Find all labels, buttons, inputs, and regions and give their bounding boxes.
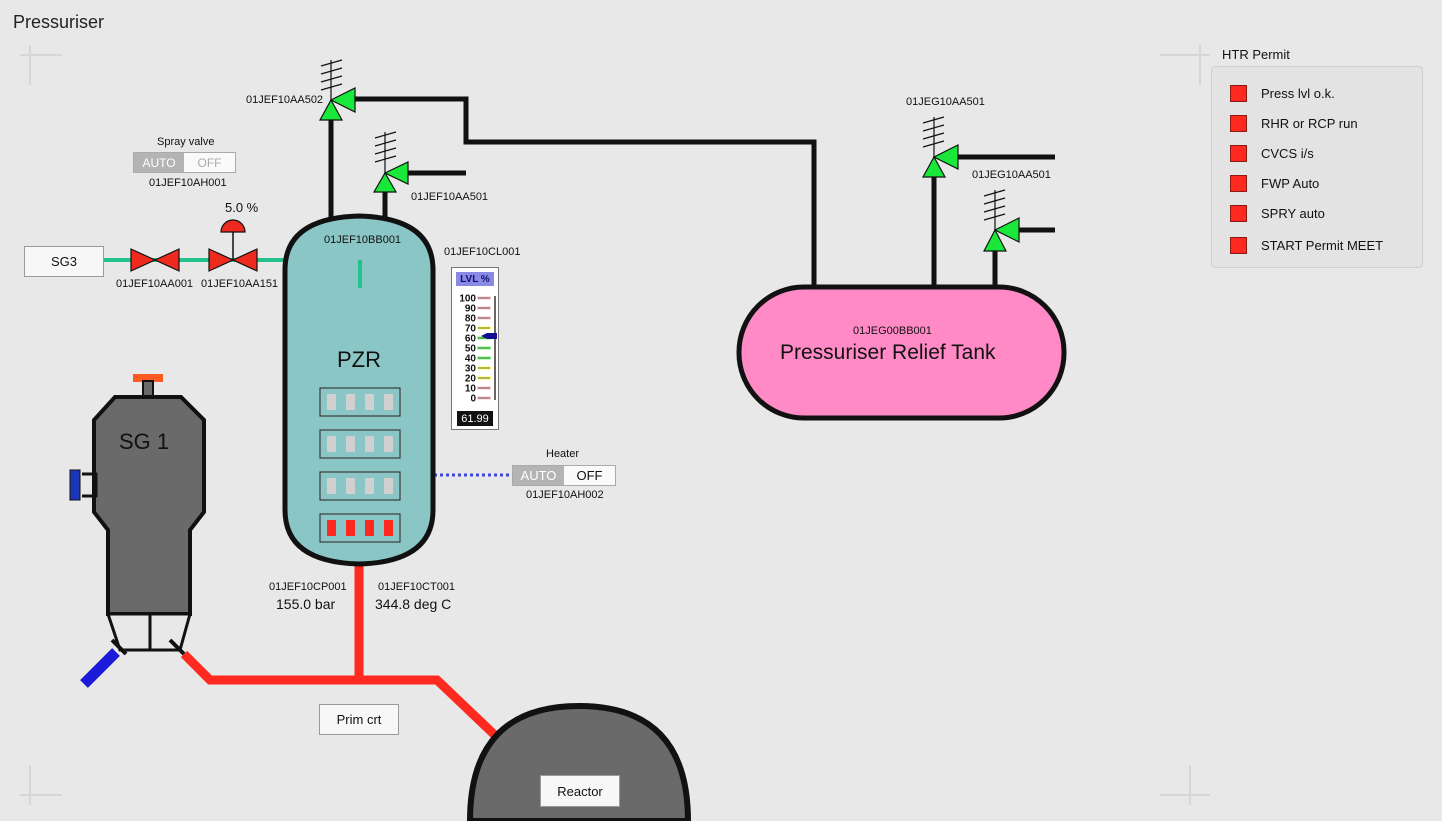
htr-permit-panel: Press lvl o.k. RHR or RCP run CVCS i/s F… bbox=[1211, 66, 1423, 268]
spray-valve-title: Spray valve bbox=[157, 136, 215, 148]
safety-valve-502[interactable] bbox=[318, 59, 356, 121]
status-lamp bbox=[1230, 114, 1247, 132]
tag-level-meter: 01JEF10CL001 bbox=[444, 246, 521, 258]
heater-element bbox=[327, 478, 336, 494]
spray-control-valve[interactable] bbox=[208, 219, 258, 272]
tag-heater-mode: 01JEF10AH002 bbox=[526, 489, 604, 501]
steam-generator-label: SG 1 bbox=[119, 429, 170, 454]
permit-label: FWP Auto bbox=[1261, 175, 1320, 191]
level-tick-label: 60 bbox=[465, 334, 477, 345]
level-meter-title: LVL % bbox=[456, 272, 494, 286]
level-tick-label: 40 bbox=[465, 354, 477, 365]
spray-auto-button[interactable]: AUTO bbox=[134, 153, 184, 172]
spray-mode-toggle: AUTO OFF bbox=[133, 152, 236, 173]
permit-label: RHR or RCP run bbox=[1261, 115, 1358, 131]
status-lamp bbox=[1230, 236, 1247, 254]
heater-element bbox=[346, 436, 355, 452]
level-tick-label: 30 bbox=[465, 364, 477, 375]
heater-title: Heater bbox=[546, 448, 580, 460]
safety-valve-501[interactable] bbox=[372, 131, 409, 193]
permit-label: Press lvl o.k. bbox=[1261, 85, 1335, 101]
heater-element bbox=[384, 520, 393, 536]
permit-row: CVCS i/s bbox=[1230, 144, 1314, 162]
level-tick-label: 70 bbox=[465, 324, 477, 335]
level-tick-label: 50 bbox=[465, 344, 477, 355]
tag-safety-valve-502: 01JEF10AA502 bbox=[246, 94, 324, 106]
level-tick-label: 80 bbox=[465, 314, 477, 325]
tag-prt-valve-501b: 01JEG10AA501 bbox=[972, 169, 1051, 181]
temperature-value: 344.8 deg C bbox=[375, 596, 452, 612]
reactor-button[interactable]: Reactor bbox=[540, 775, 620, 807]
heater-element bbox=[346, 520, 355, 536]
status-lamp bbox=[1230, 174, 1247, 192]
level-pointer bbox=[481, 333, 497, 340]
heater-element bbox=[384, 394, 393, 410]
status-lamp bbox=[1230, 144, 1247, 162]
heater-element bbox=[346, 394, 355, 410]
prt-valve-501a[interactable] bbox=[921, 116, 959, 178]
tag-spray-isolation-valve: 01JEF10AA001 bbox=[116, 278, 194, 290]
tag-pressure-sensor: 01JEF10CP001 bbox=[269, 581, 347, 593]
permit-row: FWP Auto bbox=[1230, 174, 1319, 192]
tag-safety-valve-501: 01JEF10AA501 bbox=[411, 191, 489, 203]
heater-auto-button[interactable]: AUTO bbox=[513, 466, 564, 485]
permit-row: SPRY auto bbox=[1230, 204, 1325, 222]
tag-spray-mode: 01JEF10AH001 bbox=[149, 177, 227, 189]
reactor-dome[interactable] bbox=[466, 702, 692, 821]
heater-mode-toggle: AUTO OFF bbox=[512, 465, 616, 486]
heater-element bbox=[327, 436, 336, 452]
heater-element bbox=[346, 478, 355, 494]
spray-off-button[interactable]: OFF bbox=[184, 153, 235, 172]
level-tick-label: 100 bbox=[459, 294, 476, 305]
heater-element bbox=[384, 436, 393, 452]
tag-relief-tank: 01JEG00BB001 bbox=[853, 325, 932, 337]
permit-label: SPRY auto bbox=[1261, 205, 1325, 221]
tag-pressuriser-vessel: 01JEF10BB001 bbox=[324, 234, 402, 246]
level-readout: 61.99 bbox=[457, 411, 493, 426]
level-tick-label: 20 bbox=[465, 374, 477, 385]
heater-element bbox=[365, 436, 374, 452]
prt-valve-501b[interactable] bbox=[983, 189, 1020, 252]
heater-element bbox=[327, 520, 336, 536]
relief-tank-label: Pressuriser Relief Tank bbox=[780, 341, 996, 364]
heater-off-button[interactable]: OFF bbox=[564, 466, 615, 485]
tag-prt-valve-501a: 01JEG10AA501 bbox=[906, 96, 985, 108]
pressure-value: 155.0 bar bbox=[276, 596, 336, 612]
spray-isolation-valve[interactable] bbox=[130, 248, 180, 272]
pressuriser-label: PZR bbox=[337, 347, 381, 372]
tag-spray-control-valve: 01JEF10AA151 bbox=[201, 278, 279, 290]
spray-valve-position: 5.0 % bbox=[225, 200, 259, 215]
corner-marks bbox=[20, 45, 1210, 805]
permit-row: START Permit MEET bbox=[1230, 236, 1383, 254]
level-tick-label: 10 bbox=[465, 384, 477, 395]
heater-element bbox=[327, 394, 336, 410]
relief-piping bbox=[328, 96, 1055, 288]
page-title: Pressuriser bbox=[13, 12, 105, 32]
prim-crt-button[interactable]: Prim crt bbox=[319, 704, 399, 735]
level-tick-label: 90 bbox=[465, 304, 477, 315]
status-lamp bbox=[1230, 204, 1247, 222]
heater-element bbox=[365, 478, 374, 494]
steam-generator[interactable] bbox=[69, 374, 206, 688]
htr-permit-title: HTR Permit bbox=[1222, 47, 1290, 62]
heater-element bbox=[384, 478, 393, 494]
heater-element bbox=[365, 394, 374, 410]
primary-piping bbox=[180, 560, 504, 744]
level-tick-label: 0 bbox=[470, 394, 476, 405]
status-lamp bbox=[1230, 84, 1247, 102]
permit-row: Press lvl o.k. bbox=[1230, 84, 1335, 102]
heater-element bbox=[365, 520, 374, 536]
permit-label: START Permit MEET bbox=[1261, 237, 1384, 253]
heater-groups bbox=[319, 387, 401, 543]
permit-row: RHR or RCP run bbox=[1230, 114, 1358, 132]
relief-tank[interactable] bbox=[736, 284, 1067, 421]
sg3-button[interactable]: SG3 bbox=[24, 246, 104, 277]
permit-label: CVCS i/s bbox=[1261, 145, 1314, 161]
tag-temperature-sensor: 01JEF10CT001 bbox=[378, 581, 456, 593]
